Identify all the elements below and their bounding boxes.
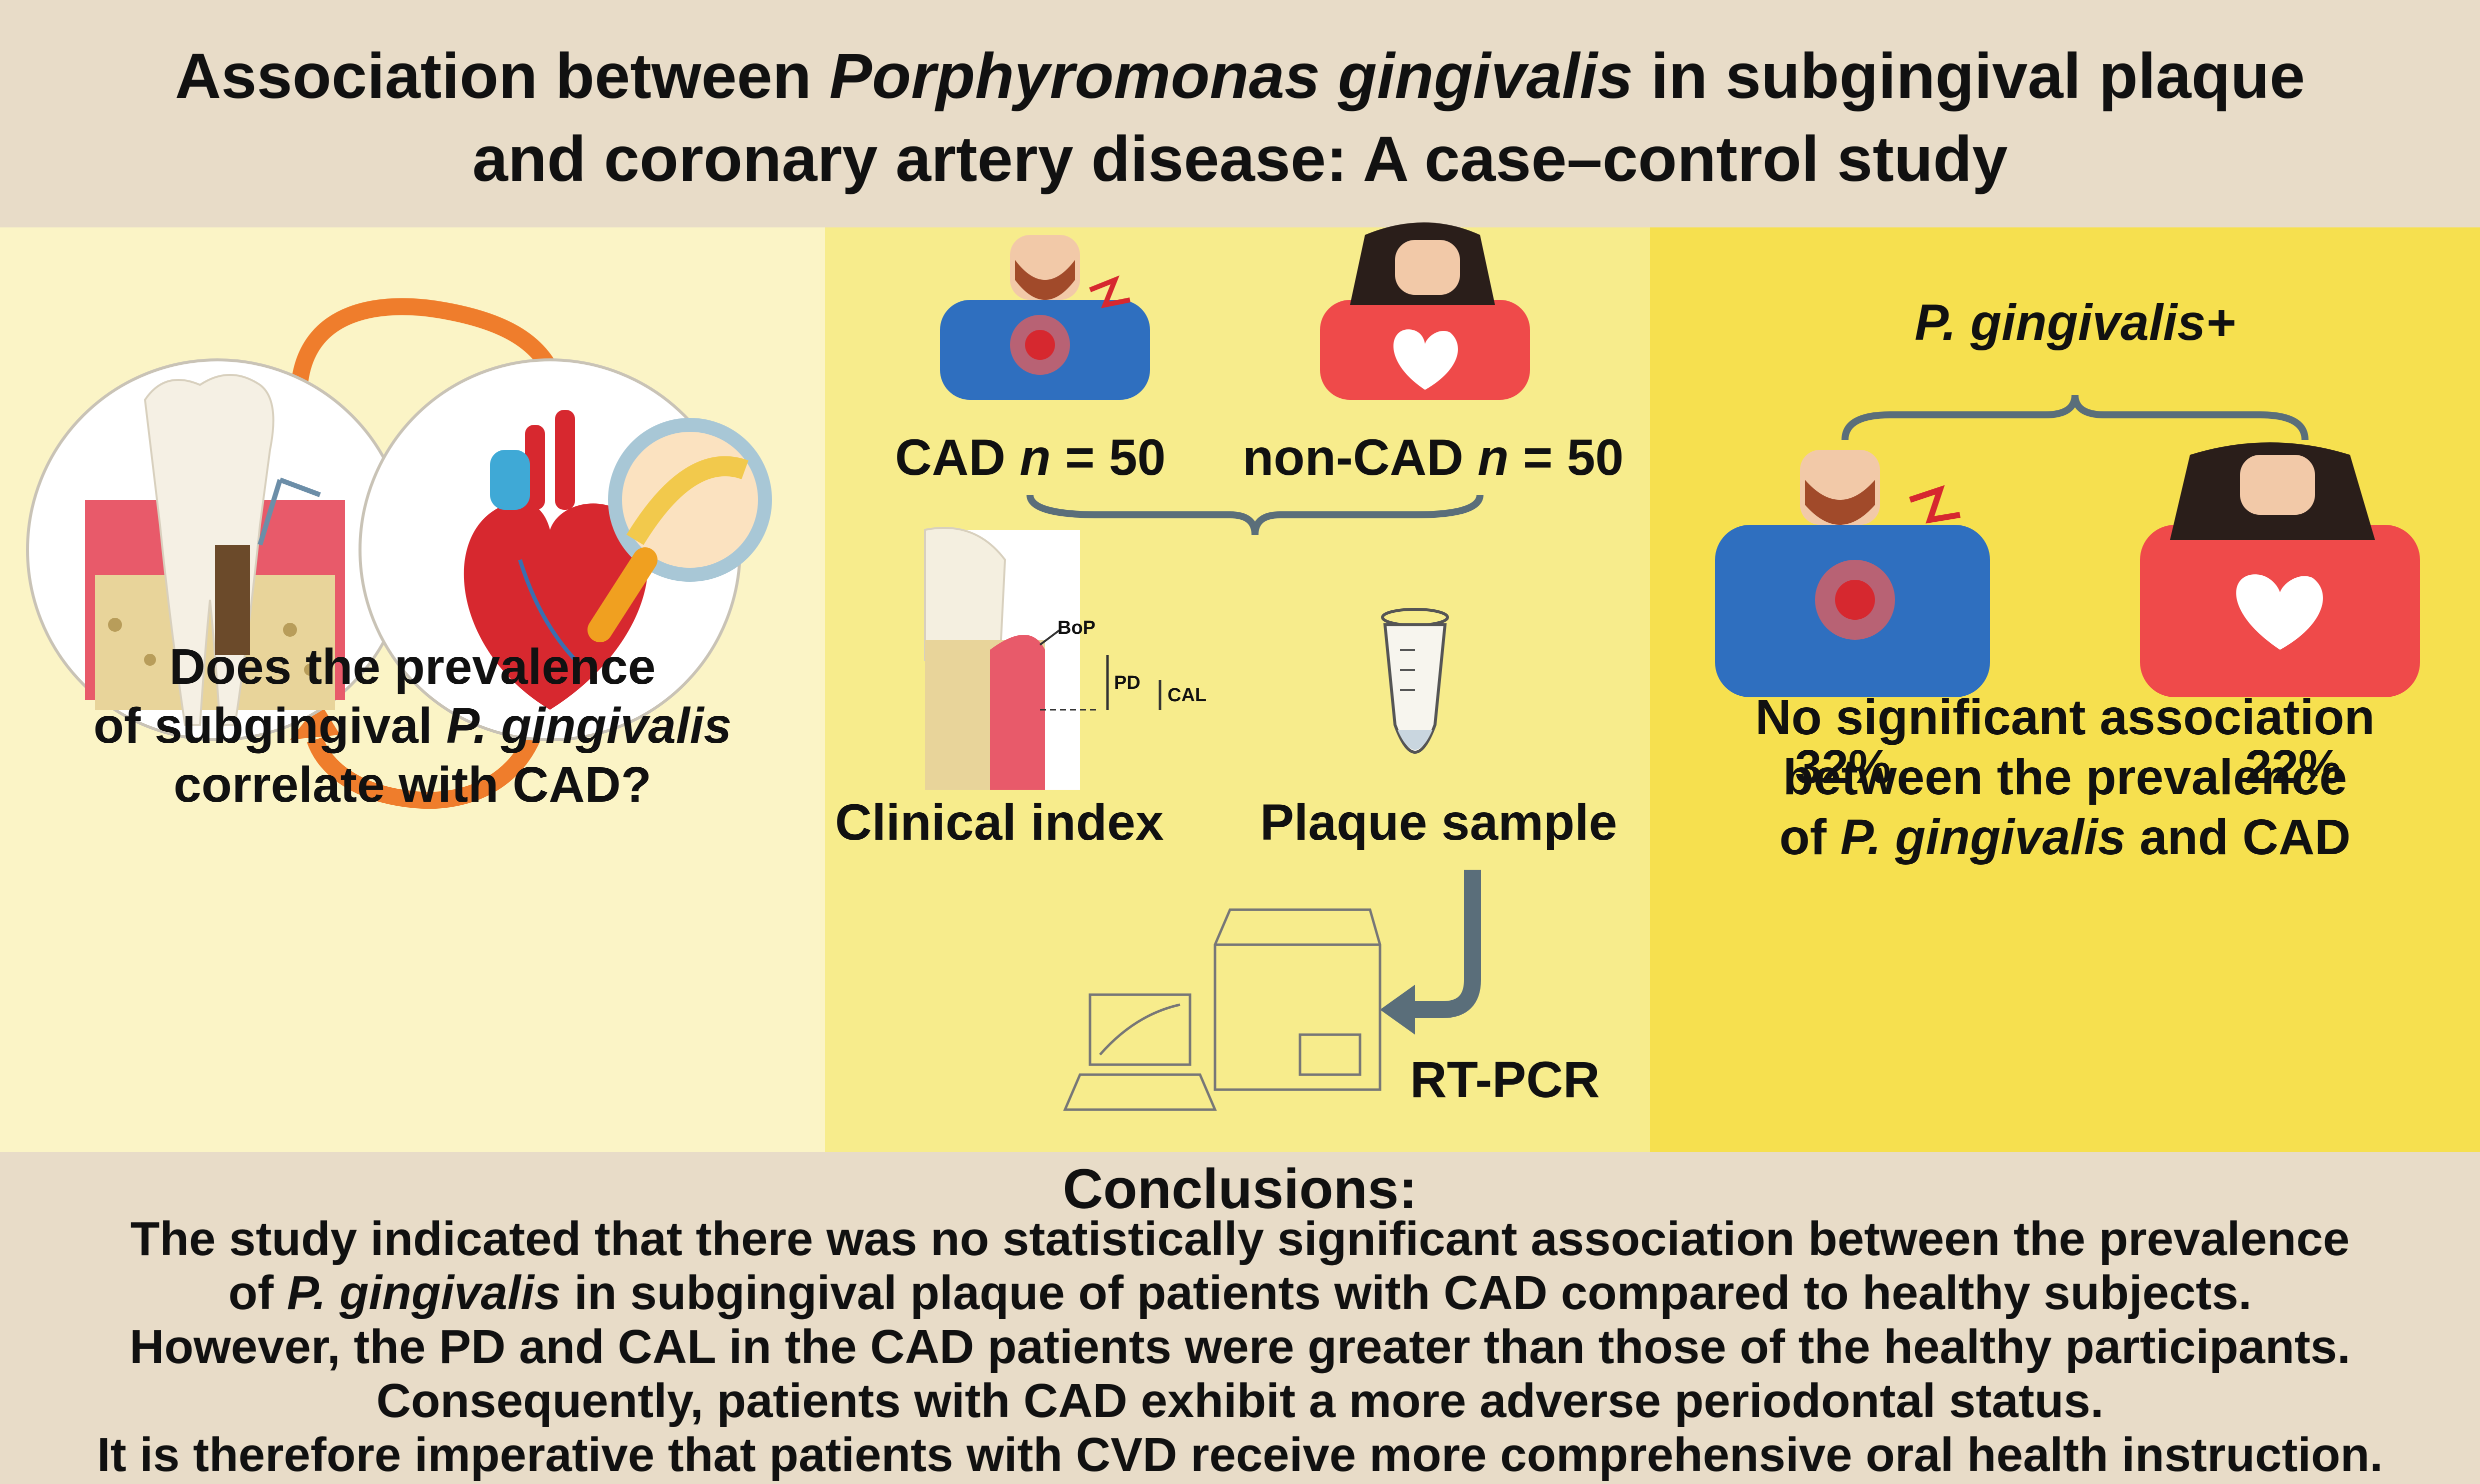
- workflow-arrow: [1415, 870, 1481, 1018]
- question-line-1: Does the prevalence: [169, 639, 656, 695]
- question-line-2: of subgingival P. gingivalis: [0, 696, 825, 755]
- cycle-arrow-top: [292, 298, 563, 383]
- conclusions-heading: Conclusions:: [1062, 1158, 1418, 1220]
- conclusions-band: [0, 1152, 2480, 1484]
- non-cad-prevalence-value: 22%: [2245, 740, 2342, 794]
- result-text: and CAD: [2126, 809, 2351, 865]
- conclusion-species: P. gingivalis: [286, 1266, 561, 1320]
- plaque-deposit: [215, 545, 250, 655]
- conclusion-text: in subgingival plaque of patients with C…: [560, 1266, 2252, 1320]
- non-cad-group-label: non-CAD n = 50: [1242, 427, 1624, 487]
- title-species-name: Porphyromonas gingivalis: [829, 40, 1634, 112]
- result-text: of: [1779, 809, 1840, 865]
- heart: [464, 501, 648, 710]
- result-species: P. gingivalis: [1840, 809, 2126, 865]
- non-cad-n-symbol: n: [1478, 429, 1509, 486]
- bop-label: BoP: [1058, 617, 1096, 638]
- non-cad-n-value: = 50: [1508, 429, 1624, 486]
- non-cad-patient-result-illustration: [2140, 442, 2420, 697]
- clinical-index-illustration: [924, 527, 1162, 790]
- cad-n-symbol: n: [1020, 429, 1051, 486]
- pg-positive-text: P. gingivalis+: [1914, 294, 2236, 351]
- result-statement: No significant association between the p…: [1650, 687, 2480, 867]
- title-line-2: and coronary artery disease: A case–cont…: [472, 123, 2008, 195]
- rtpcr-label: RT-PCR: [1410, 1051, 1600, 1108]
- question-text: of subgingival: [93, 698, 446, 754]
- page-title: Association between Porphyromonas gingiv…: [0, 35, 2480, 201]
- cal-label: CAL: [1168, 685, 1207, 706]
- plaque-sample-label: Plaque sample: [1260, 794, 1618, 851]
- title-text-part: Association between: [174, 40, 830, 112]
- periodontal-probe: [258, 479, 282, 546]
- conclusion-line-3: However, the PD and CAL in the CAD patie…: [130, 1320, 2350, 1374]
- pulmonary-artery: [490, 450, 530, 510]
- title-text-part: in subgingival plaque: [1633, 40, 2306, 112]
- cad-n-value: = 50: [1050, 429, 1166, 486]
- conclusion-line-5: It is therefore imperative that patients…: [97, 1428, 2383, 1482]
- conclusion-line-4: Consequently, patients with CAD exhibit …: [376, 1374, 2104, 1428]
- research-question: Does the prevalence of subgingival P. gi…: [0, 637, 825, 814]
- plaque-tube-icon: [1381, 608, 1449, 754]
- conclusion-text: of: [228, 1266, 287, 1320]
- question-species: P. gingivalis: [446, 698, 732, 754]
- question-line-3: correlate with CAD?: [174, 757, 652, 813]
- cad-label: CAD: [895, 429, 1020, 486]
- result-line-3: of P. gingivalis and CAD: [1650, 807, 2480, 867]
- magnifier-handle: [588, 547, 658, 642]
- pg-positive-label: P. gingivalis+: [1890, 292, 2260, 352]
- pg-positive-brace: [1842, 394, 2308, 440]
- group-brace: [1026, 494, 1484, 535]
- rtpcr-machine-illustration: [1063, 908, 1382, 1111]
- laptop-screen: [1088, 993, 1192, 1066]
- cad-group-label: CAD n = 50: [895, 427, 1166, 487]
- tooth-heart-cycle-illustration: [26, 298, 772, 809]
- result-line-1: No significant association: [1755, 689, 2375, 745]
- clinical-index-label: Clinical index: [835, 794, 1164, 851]
- title-band: [0, 0, 2480, 227]
- cad-prevalence-value: 32%: [1795, 740, 1892, 794]
- title-line-1: Association between Porphyromonas gingiv…: [0, 35, 2480, 118]
- conclusions-text: The study indicated that there was no st…: [0, 1212, 2480, 1482]
- pd-label: PD: [1114, 672, 1140, 693]
- non-cad-label: non-CAD: [1242, 429, 1478, 486]
- cycle-arrow-bottom: [306, 712, 548, 809]
- result-line-2: between the prevalence: [1782, 749, 2348, 805]
- arrow-head-bottom: [290, 702, 340, 740]
- conclusion-line-2: of P. gingivalis in subgingival plaque o…: [0, 1266, 2480, 1320]
- cad-patient-result-illustration: [1715, 450, 1990, 697]
- non-cad-patient-illustration: [1320, 222, 1530, 400]
- conclusion-line-1: The study indicated that there was no st…: [130, 1212, 2350, 1266]
- cad-patient-illustration: [940, 235, 1150, 400]
